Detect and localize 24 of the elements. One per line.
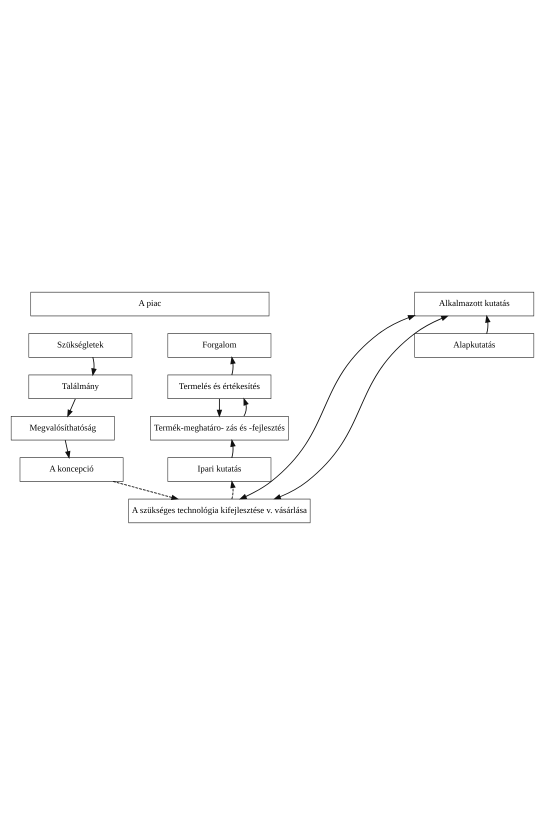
node-box: Termelés és értékesítés	[168, 374, 272, 398]
node-box: Alkalmazott kutatás	[414, 291, 534, 316]
arrow	[230, 438, 236, 458]
arrow	[273, 314, 449, 500]
arrow	[238, 314, 416, 500]
node-box: A piac	[30, 291, 270, 316]
node-box: Alapkutatás	[414, 332, 534, 358]
node-box: Termék-meghatáro- zás és -fejlesztés	[150, 416, 289, 440]
arrow	[243, 397, 249, 416]
arrow	[64, 439, 70, 458]
node-box: A szükséges technológia kifejlesztése v. vásárlása	[128, 498, 310, 523]
arrow	[485, 314, 491, 334]
arrow	[112, 480, 180, 500]
node-box: Szükségletek	[28, 332, 132, 358]
node-box: Találmány	[28, 374, 132, 398]
arrow	[67, 398, 76, 418]
arrow	[216, 398, 222, 418]
arrow	[230, 356, 236, 375]
node-box: A koncepció	[20, 456, 124, 482]
node-box: Ipari kutatás	[168, 456, 272, 482]
node-box: Megvalósíthatóság	[10, 416, 115, 440]
node-box: Forgalom	[168, 332, 272, 358]
arrow	[230, 480, 236, 499]
arrow	[91, 356, 97, 376]
